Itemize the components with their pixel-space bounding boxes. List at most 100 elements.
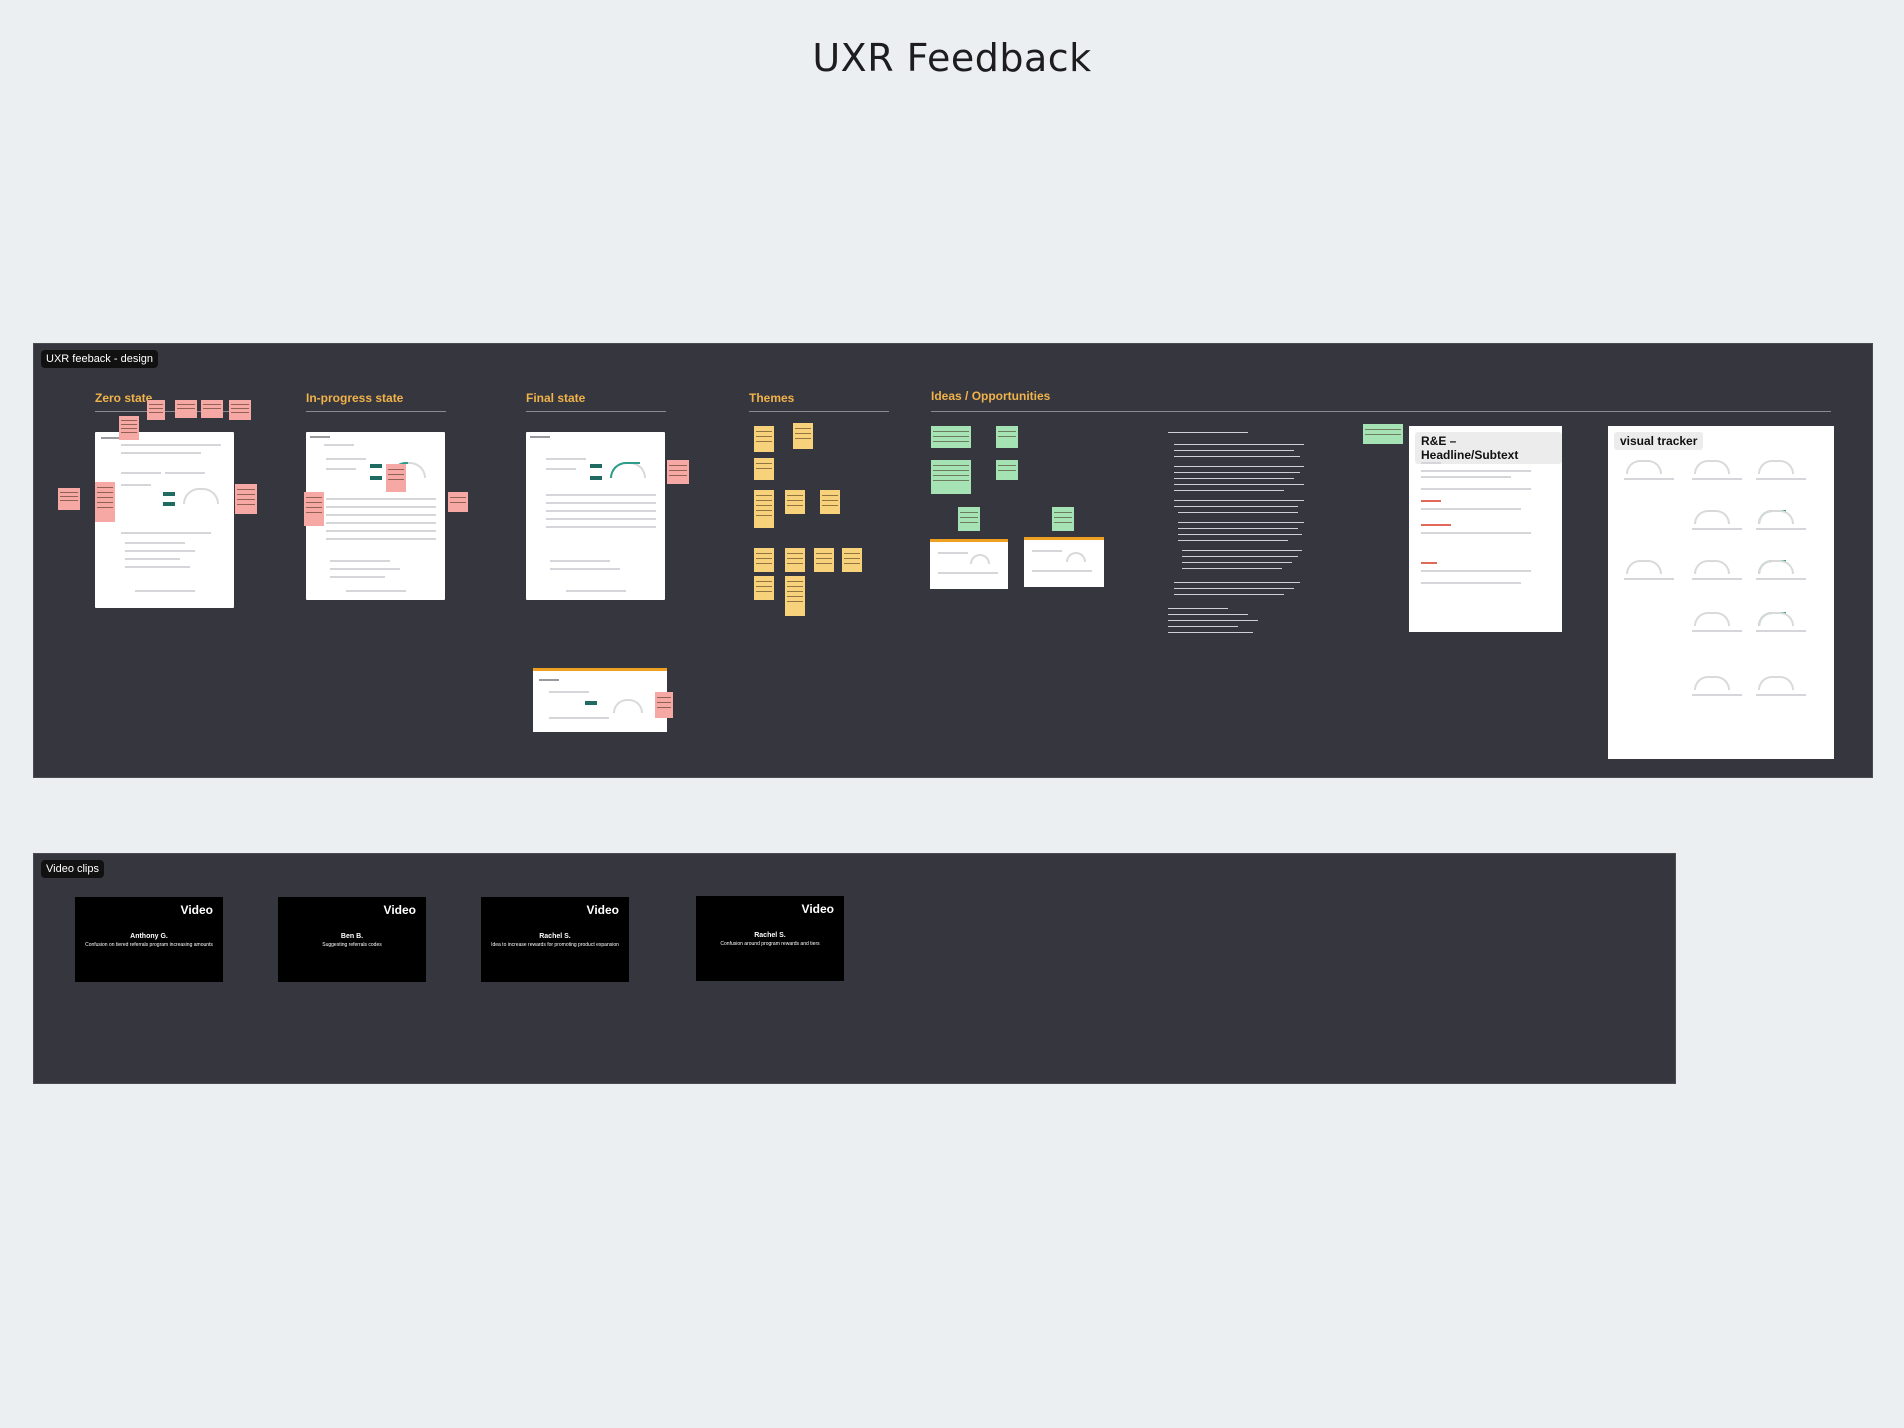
zero-state-screen[interactable]	[95, 432, 234, 608]
text-line	[566, 590, 626, 592]
video-clip[interactable]: Video Ben B. Suggesting referrals codes	[278, 897, 426, 982]
text-line	[121, 532, 211, 534]
idea-sticky[interactable]	[996, 460, 1018, 480]
text-line	[121, 472, 161, 474]
sticky-note[interactable]	[201, 400, 223, 418]
text-line	[546, 458, 586, 460]
sticky-note[interactable]	[304, 492, 324, 526]
text-line	[1692, 578, 1742, 580]
text-line	[1174, 456, 1300, 457]
video-section[interactable]: Video clips Video Anthony G. Confusion o…	[33, 853, 1676, 1084]
idea-sticky[interactable]	[1052, 507, 1074, 531]
text-line	[165, 472, 205, 474]
sticky-note[interactable]	[229, 400, 251, 420]
text-line	[326, 458, 366, 460]
text-line	[1756, 630, 1806, 632]
idea-sticky[interactable]	[1363, 424, 1403, 444]
theme-sticky[interactable]	[820, 490, 840, 514]
sticky-note[interactable]	[95, 482, 115, 522]
in-progress-state-screen[interactable]	[306, 432, 445, 600]
idea-screen[interactable]	[1024, 537, 1104, 587]
theme-sticky[interactable]	[793, 423, 813, 449]
tracker-progress-arc	[610, 462, 640, 478]
idea-sticky[interactable]	[931, 426, 971, 448]
text-line	[125, 542, 185, 544]
video-clip[interactable]: Video Anthony G. Confusion on tiered ref…	[75, 897, 223, 982]
column-heading-zero-state: Zero state	[95, 391, 153, 405]
text-line	[330, 560, 390, 562]
tracker-gauge	[1758, 460, 1794, 474]
text-line	[1692, 528, 1742, 530]
text-line	[1174, 588, 1294, 589]
clip-description: Idea to increase rewards for promoting p…	[491, 942, 619, 948]
idea-sticky[interactable]	[931, 460, 971, 494]
design-section-label[interactable]: UXR feeback - design	[41, 350, 158, 368]
sticky-note[interactable]	[175, 400, 197, 418]
theme-sticky[interactable]	[842, 548, 862, 572]
sticky-note[interactable]	[655, 692, 673, 718]
clip-description: Suggesting referrals codes	[322, 942, 382, 948]
theme-sticky[interactable]	[785, 548, 805, 572]
text-line	[1174, 582, 1300, 583]
text-line	[326, 468, 356, 470]
sticky-note[interactable]	[667, 460, 689, 484]
tracker-gauge	[1758, 612, 1794, 626]
theme-sticky[interactable]	[814, 548, 834, 572]
theme-sticky[interactable]	[785, 576, 805, 616]
tracker-gauge	[1626, 460, 1662, 474]
text-line	[1178, 528, 1298, 529]
final-state-mobile-screen[interactable]	[533, 668, 667, 732]
video-clip[interactable]: Video Rachel S. Confusion around program…	[696, 896, 844, 981]
sticky-note[interactable]	[448, 492, 468, 512]
text-line	[549, 717, 609, 719]
text-line	[1624, 578, 1674, 580]
tracker-gauge	[1694, 612, 1730, 626]
final-state-screen[interactable]	[526, 432, 665, 600]
text-line	[1421, 570, 1531, 572]
text-line	[1756, 478, 1806, 480]
visual-tracker-doc[interactable]: visual tracker	[1608, 426, 1834, 759]
theme-sticky[interactable]	[754, 548, 774, 572]
teal-button	[370, 464, 382, 468]
text-line	[330, 576, 385, 578]
column-divider	[95, 411, 235, 412]
text-line	[1168, 632, 1253, 633]
text-line	[1178, 540, 1288, 541]
table-row	[546, 494, 656, 496]
text-line	[324, 444, 354, 446]
theme-sticky[interactable]	[754, 458, 774, 480]
video-clip[interactable]: Video Rachel S. Idea to increase rewards…	[481, 897, 629, 982]
text-line	[539, 679, 559, 681]
sticky-note[interactable]	[147, 400, 165, 420]
headline-subtext-doc[interactable]: R&E – Headline/Subtext	[1409, 426, 1562, 632]
theme-sticky[interactable]	[785, 490, 805, 514]
text-line	[1178, 522, 1304, 523]
column-divider	[306, 411, 446, 412]
sticky-note[interactable]	[386, 464, 406, 492]
design-section[interactable]: UXR feeback - design Zero state In-progr…	[33, 343, 1873, 778]
theme-sticky[interactable]	[754, 490, 774, 528]
text-line	[1421, 476, 1511, 478]
theme-sticky[interactable]	[754, 576, 774, 600]
tracker-gauge	[1694, 676, 1730, 690]
idea-sticky[interactable]	[996, 426, 1018, 448]
text-line	[1421, 562, 1437, 564]
text-line	[1168, 608, 1228, 609]
text-line	[1756, 528, 1806, 530]
tracker-gauge	[970, 554, 990, 564]
nav-bar	[101, 437, 121, 439]
video-section-label[interactable]: Video clips	[41, 860, 104, 878]
sticky-note[interactable]	[58, 488, 80, 510]
text-line	[938, 552, 968, 554]
text-line	[1174, 444, 1304, 445]
text-line	[1178, 512, 1298, 513]
idea-sticky[interactable]	[958, 507, 980, 531]
idea-screen[interactable]	[930, 539, 1008, 589]
text-line	[1174, 478, 1294, 479]
theme-sticky[interactable]	[754, 426, 774, 452]
sticky-note[interactable]	[235, 484, 257, 514]
table-row	[326, 522, 436, 524]
participant-name: Rachel S.	[539, 933, 571, 940]
sticky-note[interactable]	[119, 416, 139, 440]
text-line	[1032, 570, 1092, 572]
